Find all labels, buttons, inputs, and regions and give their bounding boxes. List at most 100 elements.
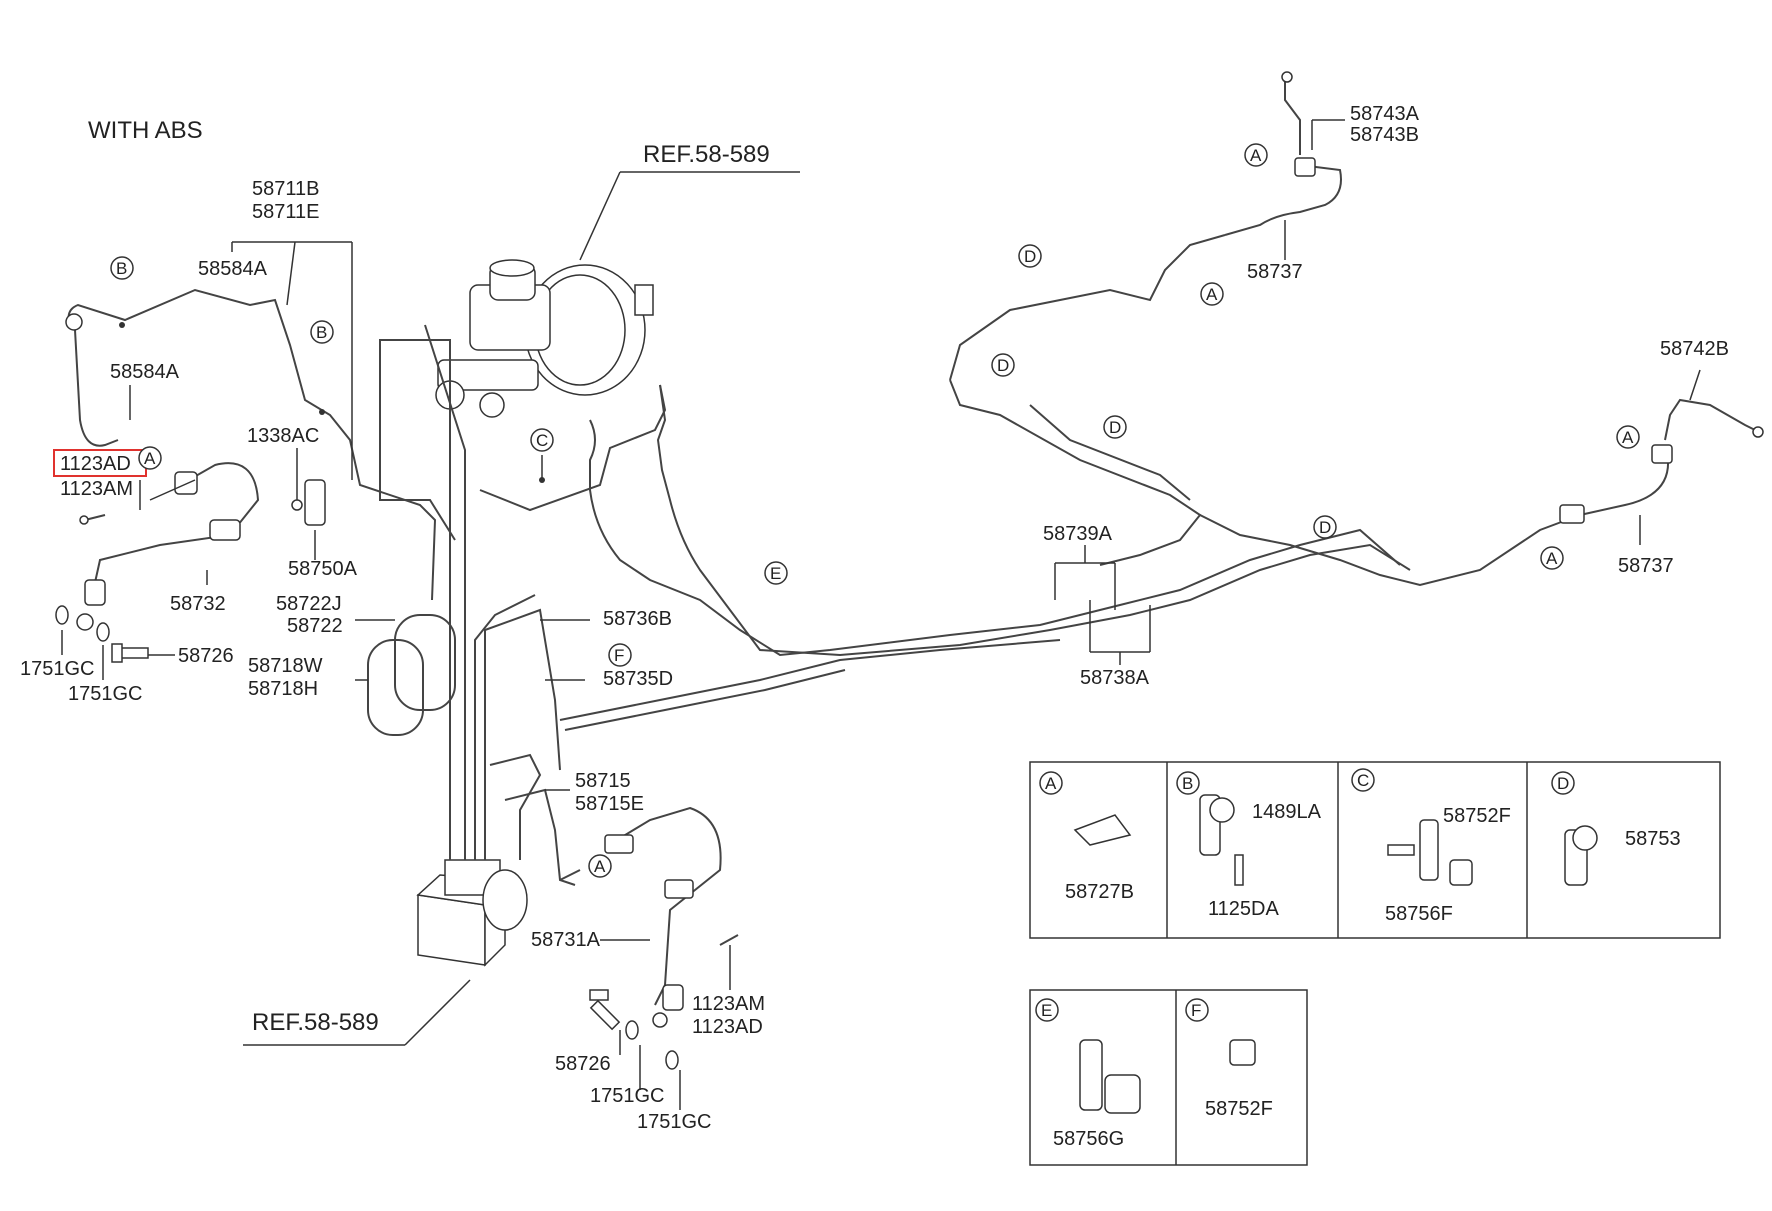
label-58718h[interactable]: 58718H [248,678,318,700]
clip-58752f-f-icon [1229,1039,1256,1066]
rear-flex-hose [611,806,722,1006]
legend-part-58756g: 58756G [1053,1128,1124,1150]
label-1338ac[interactable]: 1338AC [247,425,319,447]
callout-e[interactable]: E [764,561,788,585]
svg-text:C: C [536,431,548,450]
label-58743a[interactable]: 58743A [1350,103,1420,125]
label-1751gc-2[interactable]: 1751GC [68,683,143,705]
label-1123am[interactable]: 1123AM [60,478,133,500]
legend-part-58752f: 58752F [1443,805,1511,827]
label-58711b[interactable]: 58711B [252,178,319,200]
label-1751gc-4[interactable]: 1751GC [637,1111,712,1133]
label-58715e[interactable]: 58715E [575,793,644,815]
label-58715[interactable]: 58715 [575,770,631,792]
brake-booster [435,259,654,418]
svg-text:A: A [1546,549,1558,568]
callout-a-4[interactable]: A [1200,282,1224,306]
label-58726-1[interactable]: 58726 [178,645,234,667]
callout-a-6[interactable]: A [1540,546,1564,570]
legend-table-bottom: E 58756G F 58752F [1029,989,1308,1166]
ref-label-top[interactable]: REF.58-589 [643,141,770,168]
svg-text:A: A [1045,774,1057,793]
abs-line-4 [484,608,561,860]
label-58743b[interactable]: 58743B [1350,124,1419,146]
bracket-58750a [291,479,326,526]
legend-cell-e[interactable]: E 58756G [1035,998,1141,1150]
washer-1751gc-c [625,1020,639,1040]
label-58584a-1[interactable]: 58584A [198,258,268,280]
callout-b-2[interactable]: B [310,320,334,344]
svg-text:C: C [1357,771,1369,790]
label-1123ad[interactable]: 1123AD [60,453,131,475]
svg-text:A: A [144,449,156,468]
tube-58722 [394,614,456,711]
label-58735d[interactable]: 58735D [603,668,673,690]
svg-text:D: D [1557,774,1569,793]
diagram-title: WITH ABS [88,117,203,144]
svg-text:E: E [1041,1001,1052,1020]
hose-connector [559,869,581,881]
label-58711e[interactable]: 58711E [252,201,319,223]
label-58726-2[interactable]: 58726 [555,1053,611,1075]
ref-label-bottom[interactable]: REF.58-589 [252,1009,379,1036]
callout-d-4[interactable]: D [1313,515,1337,539]
abs-line-2 [424,324,466,860]
legend-cell-a[interactable]: A 58727B [1039,771,1134,903]
legend-cell-c[interactable]: C 58752F 58756F [1351,768,1511,925]
legend-cell-b[interactable]: B 1489LA 1125DA [1176,771,1322,920]
label-58742b[interactable]: 58742B [1660,338,1729,360]
callout-a-2[interactable]: A [588,854,612,878]
rear-right-tube [1664,398,1756,441]
abs-line-1 [379,339,456,860]
abs-module [416,859,528,967]
svg-text:A: A [594,857,606,876]
label-58731a[interactable]: 58731A [531,929,601,951]
callout-b-1[interactable]: B [110,256,134,280]
label-1751gc-1[interactable]: 1751GC [20,658,95,680]
label-58718w[interactable]: 58718W [248,655,323,677]
callout-d-1[interactable]: D [1018,244,1042,268]
legend-cell-d[interactable]: D 58753 [1551,771,1681,886]
callout-c[interactable]: C [530,428,554,452]
svg-text:B: B [316,323,327,342]
svg-text:A: A [1206,285,1218,304]
callout-a-3[interactable]: A [1244,143,1268,167]
legend-part-58752f-f: 58752F [1205,1098,1273,1120]
label-58732[interactable]: 58732 [170,593,226,615]
bracket-58756f-icon [1419,819,1439,881]
label-58737-2[interactable]: 58737 [1618,555,1674,577]
legend-cell-f[interactable]: F 58752F [1185,998,1273,1120]
front-left-hose [89,462,260,606]
label-1123am-2[interactable]: 1123AM [692,993,765,1015]
label-58737-1[interactable]: 58737 [1247,261,1303,283]
callout-a-1[interactable]: A [138,446,162,470]
washer-1751gc-d [665,1050,679,1070]
label-58722j[interactable]: 58722J [276,593,342,615]
svg-text:D: D [1109,418,1121,437]
part-labels: 58711B 58711E 58584A 58584A 1123AD 1123A… [20,103,1729,1133]
callout-d-3[interactable]: D [1103,415,1127,439]
legend-part-58727b: 58727B [1065,881,1134,903]
rear-line-d-main2 [1029,404,1191,501]
bolt-1123am-front [79,514,106,525]
svg-text:D: D [997,356,1009,375]
callout-a-5[interactable]: A [1616,425,1640,449]
svg-text:D: D [1024,247,1036,266]
label-58739a[interactable]: 58739A [1043,523,1113,545]
label-58736b[interactable]: 58736B [603,608,672,630]
callout-d-2[interactable]: D [991,353,1015,377]
label-58738a[interactable]: 58738A [1080,667,1150,689]
callout-f[interactable]: F [608,643,632,667]
bolt-1123am-rear [719,934,739,946]
rear-line-f2 [564,669,846,731]
legend-table-top: A 58727B B 1489LA 1125DA C 58752F 58756F… [1029,761,1721,939]
clip-58752f-icon [1449,859,1473,886]
legend-part-1125da: 1125DA [1208,898,1279,920]
label-58584a-2[interactable]: 58584A [110,361,180,383]
label-1123ad-2[interactable]: 1123AD [692,1016,763,1038]
label-58722[interactable]: 58722 [287,615,343,637]
label-1751gc-3[interactable]: 1751GC [590,1085,665,1107]
rear-line-d-right [1199,514,1581,587]
label-58750a[interactable]: 58750A [288,558,358,580]
